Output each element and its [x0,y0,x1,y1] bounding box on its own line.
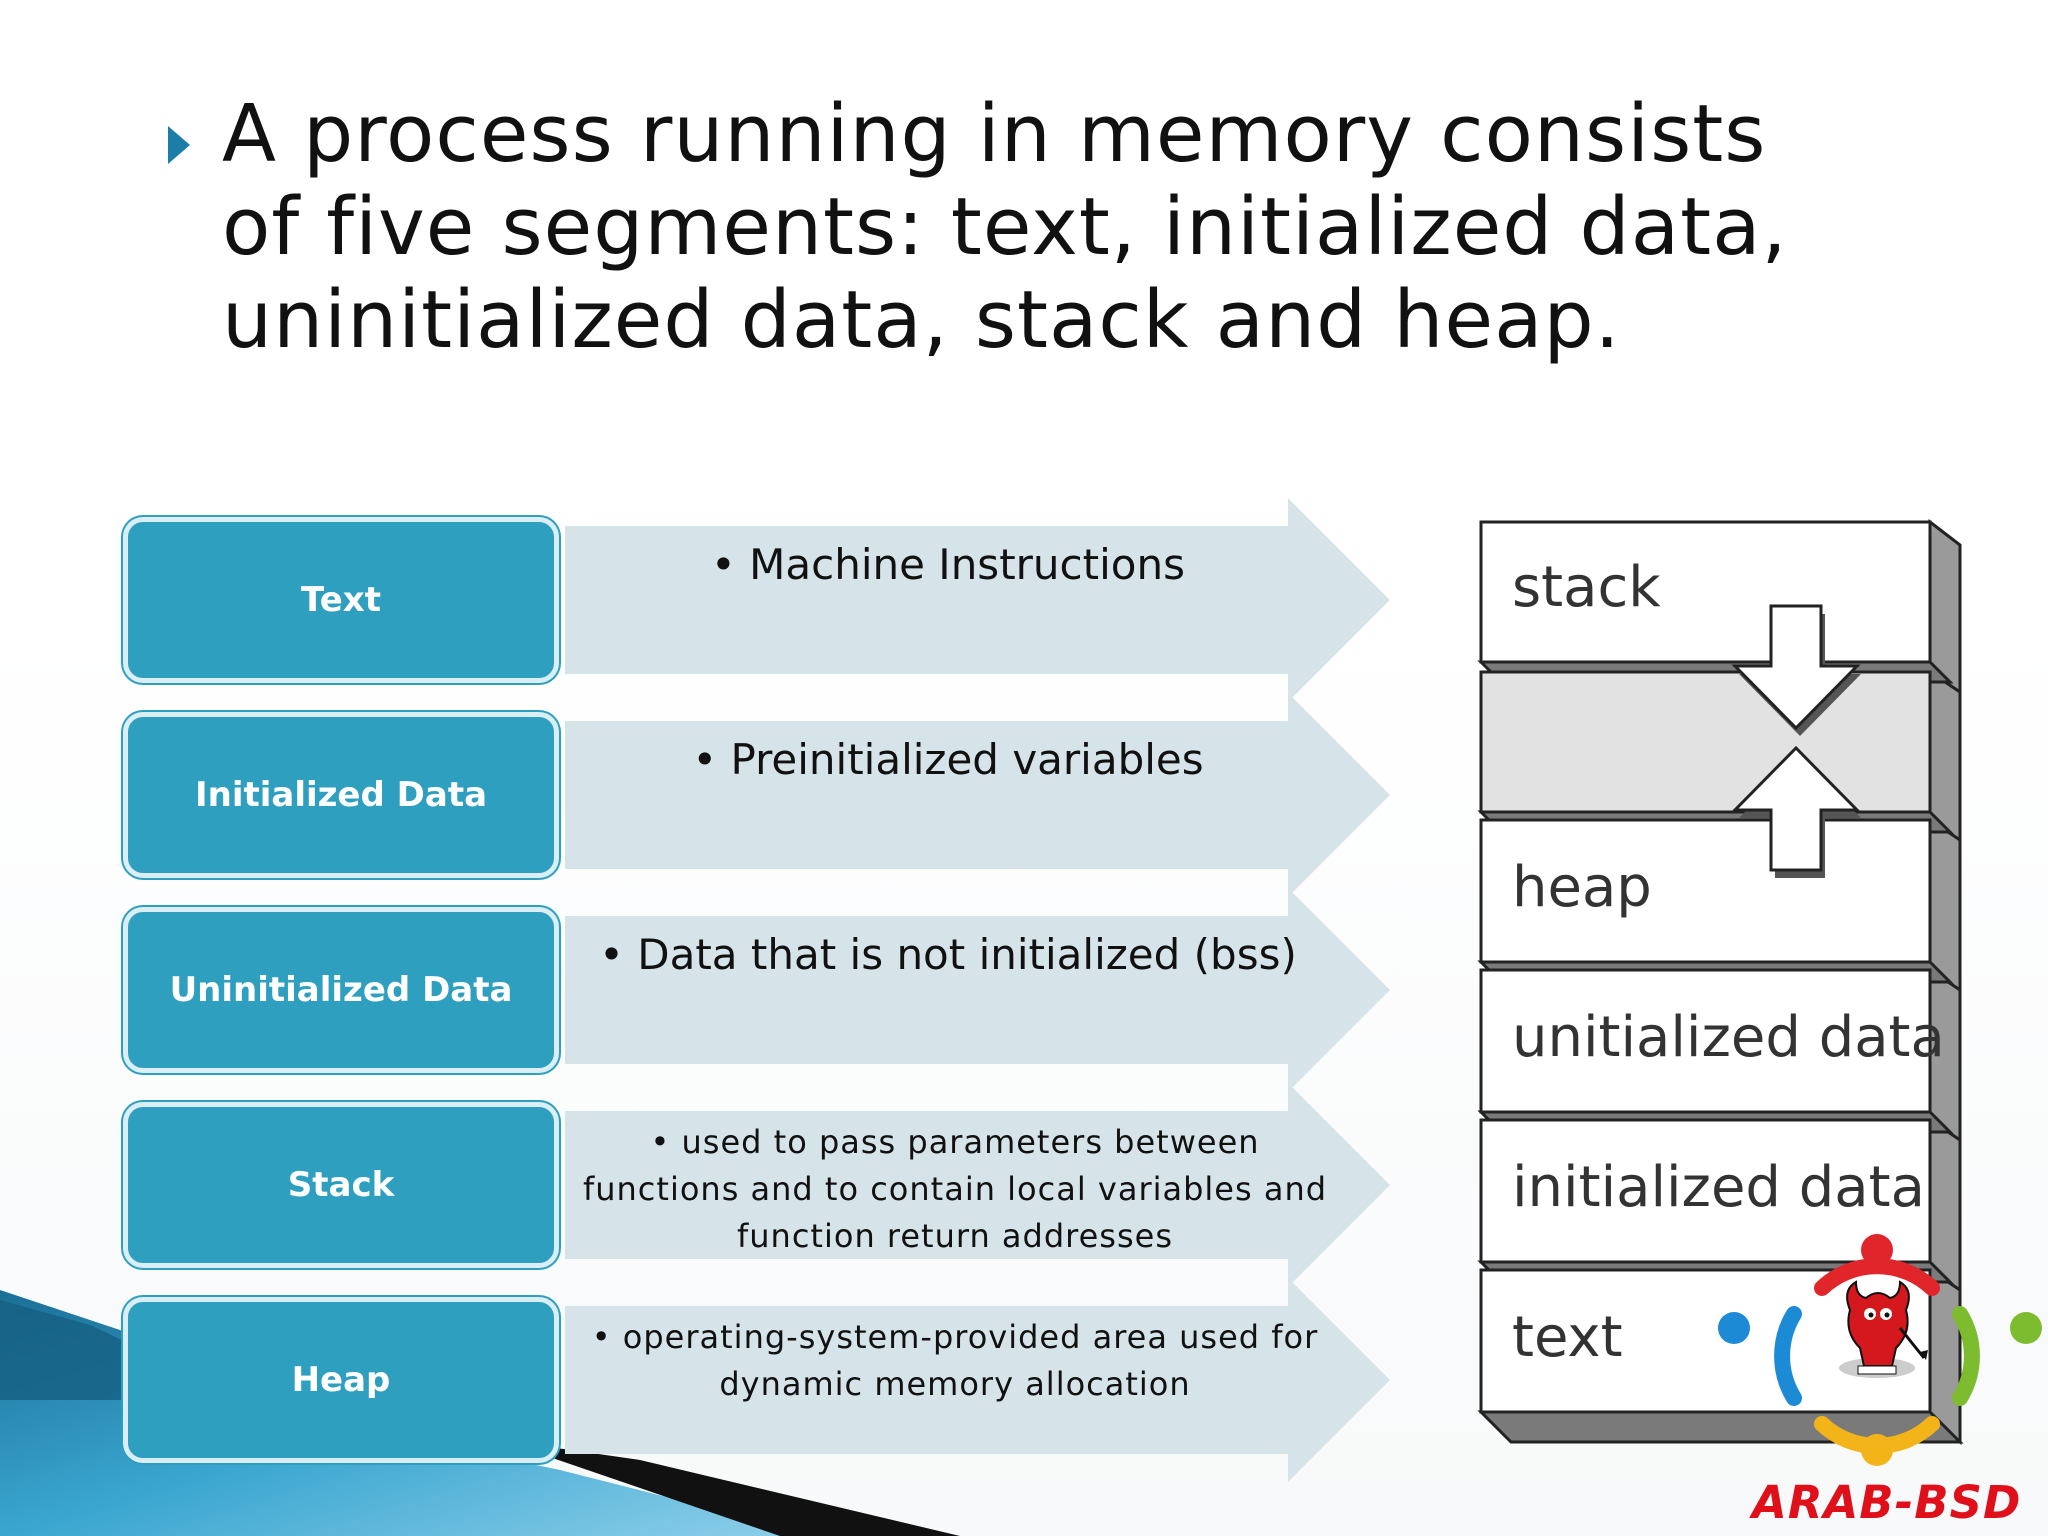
memory-block-initialized-data [1479,1118,1932,1264]
memory-block-uninitialized-data [1479,968,1932,1114]
segment-box-initialized-data: Initialized Data [123,712,559,878]
segment-description: • Data that is not initialized (bss) [599,930,1297,979]
segment-label: Stack [287,1165,395,1205]
memory-block-stack [1479,520,1932,664]
memory-label-stack: stack [1512,555,1661,620]
stack-growth-arrow-icon [1731,604,1861,736]
segment-description: • Machine Instructions [711,540,1185,589]
arrow-band-text [565,498,1390,702]
title-bullet-icon [168,126,190,164]
segment-label: Heap [291,1360,391,1400]
segment-label: Uninitialized Data [169,970,513,1010]
memory-label-heap: heap [1512,855,1652,920]
slide-title: A process running in memory consists of … [222,88,1788,366]
arrow-band-uninitialized-data [565,888,1390,1092]
arrow-band-initialized-data [565,693,1390,897]
segment-description: • used to pass parameters between functi… [582,1123,1328,1255]
arab-bsd-logo-icon [1718,1234,2042,1466]
segment-label: Text [301,580,381,620]
segment-box-heap: Heap [123,1297,559,1463]
memory-label-uninitialized-data: unitialized data [1512,1005,1945,1070]
segment-label: Initialized Data [194,775,488,815]
segment-box-uninitialized-data: Uninitialized Data [123,907,559,1073]
segment-description: • operating-system-provided area used fo… [591,1318,1319,1403]
logo-text: ARAB-BSD [1752,1476,2022,1529]
segment-description: • Preinitialized variables [692,735,1204,784]
arrow-band-stack [565,1083,1390,1287]
memory-label-initialized-data: initialized data [1512,1155,1925,1220]
arrow-band-heap [565,1278,1390,1482]
memory-block-heap [1479,818,1932,964]
memory-block-free-space [1479,670,1932,814]
memory-label-text: text [1512,1305,1623,1370]
heap-growth-arrow-icon [1731,745,1861,878]
segment-box-stack: Stack [123,1102,559,1268]
segment-box-text: Text [123,517,559,683]
